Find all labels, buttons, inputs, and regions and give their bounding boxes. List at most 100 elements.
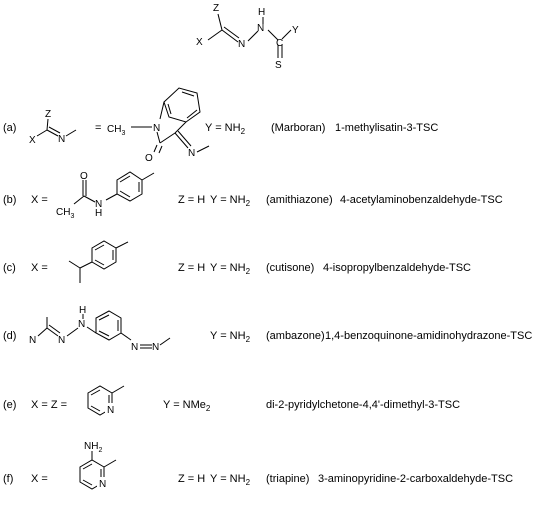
- atom-z: Z: [45, 109, 51, 120]
- atom-n: N: [153, 123, 160, 134]
- aminopyridine-structure: N NH2: [79, 441, 117, 490]
- bond: [46, 129, 59, 137]
- benzene-ring: [163, 87, 201, 123]
- bond: [105, 193, 118, 201]
- y-substituent: Y = NH2: [205, 122, 246, 136]
- x-label: X =: [31, 262, 48, 274]
- bond: [66, 327, 79, 337]
- bond: [156, 131, 161, 144]
- bond: [46, 118, 49, 131]
- bond: [83, 195, 96, 203]
- y-substituent: Y = NH2: [210, 330, 251, 344]
- bond: [223, 26, 240, 39]
- bond: [207, 29, 223, 41]
- row-label: (c): [3, 262, 16, 274]
- acetylamino-structure: O CH3 N H: [56, 171, 155, 220]
- atom-nh2: NH2: [84, 441, 102, 454]
- bond: [46, 327, 59, 337]
- compound-description: 1-methylisatin-3-TSC: [335, 122, 438, 134]
- bond: [159, 337, 171, 346]
- bond: [98, 330, 110, 337]
- row-f: (f) X = N NH2 Z = H Y = NH2 (triapine) 3…: [3, 441, 513, 490]
- bond: [221, 29, 239, 43]
- bond: [94, 244, 105, 251]
- y-substituent: Y = NH2: [210, 194, 251, 208]
- y-substituent: Y = NMe2: [163, 399, 211, 413]
- atom-y: Y: [292, 25, 299, 36]
- drug-name: (Marboran): [271, 122, 325, 134]
- bond: [281, 29, 292, 40]
- compound-description: 1,4-benzoquinone-amidinohydrazone-TSC: [325, 330, 532, 342]
- row-label: (f): [3, 473, 13, 485]
- atom-x: X: [196, 37, 203, 48]
- atom-n: N: [58, 335, 65, 346]
- z-substituent: Z = H: [178, 473, 205, 485]
- atom-x: X: [29, 135, 36, 146]
- bond: [120, 332, 132, 341]
- x-label: X =: [31, 194, 48, 206]
- lhs-fragment: Z X N: [29, 109, 77, 146]
- bond: [48, 126, 61, 134]
- bond: [159, 101, 165, 120]
- isopropylphenyl-structure: [68, 240, 129, 283]
- bond: [119, 190, 131, 198]
- compound-description: 4-isopropylbenzaldehyde-TSC: [323, 262, 471, 274]
- row-a: (a) Z X N = N CH3: [3, 87, 438, 164]
- atom-ch3: CH3: [107, 124, 125, 137]
- bond: [103, 459, 117, 468]
- row-d: (d) H N N N N N Y = NH2 (ambazone) 1,: [3, 305, 532, 353]
- drug-name: (triapine): [266, 473, 309, 485]
- bond: [159, 132, 176, 144]
- row-label: (e): [3, 399, 16, 411]
- atom-n: N: [257, 23, 264, 34]
- x-label: X =: [31, 473, 48, 485]
- bond: [65, 129, 77, 137]
- bond: [98, 314, 110, 321]
- atom-n: N: [107, 405, 114, 416]
- bond: [36, 129, 48, 137]
- atom-n: N: [29, 335, 36, 346]
- isatin-structure: N CH3 O N: [107, 87, 210, 164]
- bond: [37, 327, 48, 337]
- bond: [174, 132, 189, 149]
- bond: [158, 145, 163, 154]
- ambazone-structure: H N N N N N: [29, 305, 171, 353]
- bond: [174, 121, 187, 134]
- drug-name: (amithiazone): [266, 194, 333, 206]
- atom-n: N: [58, 134, 65, 145]
- bond: [196, 145, 210, 153]
- atom-n: N: [78, 319, 85, 330]
- atom-n: N: [99, 479, 106, 490]
- atom-h: H: [95, 208, 102, 219]
- y-substituent: Y = NH2: [210, 473, 251, 487]
- bond: [48, 324, 61, 334]
- atom-ch3: CH3: [56, 207, 74, 220]
- atom-o: O: [145, 153, 153, 164]
- atom-s: S: [275, 60, 282, 71]
- bond: [167, 103, 172, 115]
- atom-c: C: [276, 38, 283, 49]
- atom-n: N: [152, 342, 159, 353]
- benzene-ring: [95, 310, 122, 341]
- row-label: (a): [3, 122, 16, 134]
- atom-n: N: [188, 148, 195, 159]
- atom-n: N: [238, 39, 245, 50]
- generic-tsc-structure: Z H X N N Y C S: [196, 3, 299, 71]
- bond: [186, 109, 198, 119]
- atom-n: N: [131, 342, 138, 353]
- bond: [82, 479, 93, 486]
- bond: [73, 195, 85, 205]
- compound-description: 3-aminopyridine-2-carboxaldehyde-TSC: [318, 473, 513, 485]
- atom-z: Z: [213, 3, 219, 14]
- bond: [79, 261, 93, 269]
- atom-h: H: [79, 305, 86, 316]
- row-label: (d): [3, 330, 16, 342]
- bond: [90, 389, 101, 396]
- atom-h: H: [258, 7, 265, 18]
- label-mask: [105, 403, 117, 415]
- z-substituent: Z = H: [178, 194, 205, 206]
- bond: [115, 241, 129, 249]
- bond: [82, 463, 93, 470]
- bond: [141, 172, 155, 181]
